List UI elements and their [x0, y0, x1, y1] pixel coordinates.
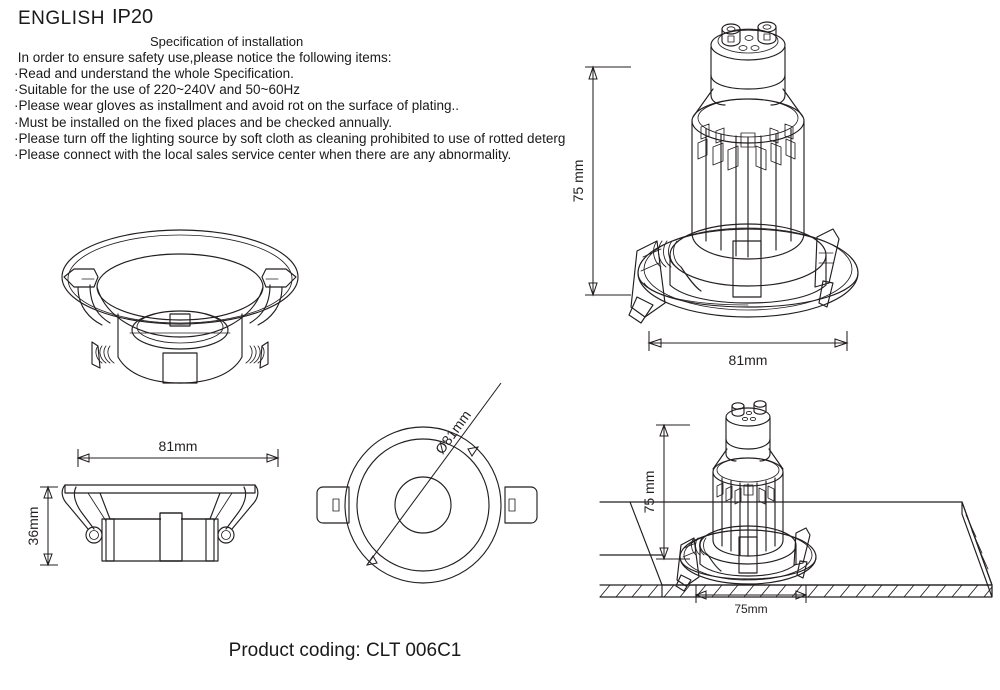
dimension-install-height-75mm: 75 mm	[641, 423, 690, 561]
dimension-cutout-75mm: 75mm	[694, 585, 808, 616]
list-item: ·Read and understand the whole Specifica…	[14, 66, 294, 81]
gu10-pin	[731, 402, 745, 417]
trim-ring-3d-drawing	[61, 229, 299, 384]
specification-intro: In order to ensure safety use,please not…	[14, 50, 392, 65]
specification-title: Specification of installation	[150, 34, 304, 49]
top-view-drawing: Ø81mm	[316, 382, 538, 584]
dimension-height-36mm: 36mm	[25, 485, 58, 567]
isometric-height-label: 75 mm	[570, 160, 586, 203]
gu10-pin	[721, 23, 741, 47]
list-item: ·Please turn off the lighting source by …	[14, 130, 566, 146]
gu10-pin	[757, 21, 777, 45]
dimension-width-81mm: 81mm	[647, 331, 849, 368]
list-item: ·Suitable for the use of 220~240V and 50…	[14, 82, 300, 98]
list-item: ·Must be installed on the fixed places a…	[14, 114, 392, 130]
specification-items-list: ·Read and understand the whole Specifica…	[14, 66, 565, 163]
ip-rating-label: IP20	[112, 6, 154, 28]
isometric-width-label: 81mm	[729, 352, 768, 368]
list-item: ·Please connect with the local sales ser…	[14, 147, 512, 163]
dimension-height-75mm: 75 mm	[570, 65, 631, 297]
dimension-width-81mm: 81mm	[76, 438, 280, 467]
cross-section-height-label: 36mm	[25, 507, 41, 546]
main-isometric-drawing: 75 mm 81mm	[570, 21, 859, 368]
language-label: ENGLISH	[18, 8, 105, 29]
gu10-pin	[753, 400, 767, 415]
cross-section-drawing: 81mm 36mm	[25, 438, 280, 567]
product-coding-label: Product coding: CLT 006C1	[228, 640, 462, 661]
cross-section-width-label: 81mm	[159, 438, 198, 454]
list-item: ·Please wear gloves as installment and a…	[14, 98, 459, 114]
install-cutout-label: 75mm	[734, 602, 767, 616]
install-height-label: 75 mm	[641, 471, 657, 514]
ceiling-install-drawing: 75 mm 75mm	[599, 400, 993, 616]
